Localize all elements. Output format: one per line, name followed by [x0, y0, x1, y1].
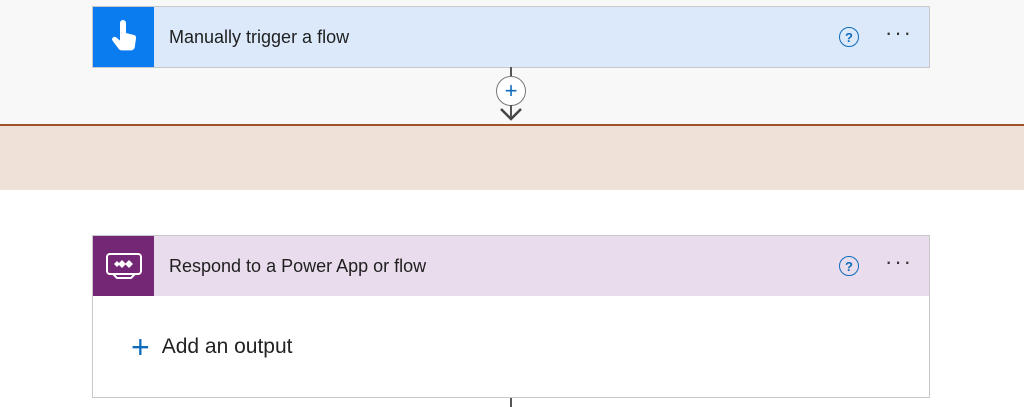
plus-icon: + — [504, 78, 518, 103]
connector-line — [510, 67, 512, 77]
add-output-label: Add an output — [161, 334, 293, 358]
arrow-down-icon — [500, 108, 522, 121]
respond-card-header[interactable]: Respond to a Power App or flow ? ··· — [93, 236, 929, 296]
separator-band — [0, 124, 1024, 190]
help-button[interactable]: ? — [839, 27, 860, 47]
connector-line — [510, 398, 512, 407]
touch-hand-icon — [93, 7, 154, 67]
power-apps-icon — [93, 236, 154, 296]
connector-line — [510, 105, 512, 117]
insert-step-button[interactable]: + — [496, 76, 526, 106]
trigger-card[interactable]: Manually trigger a flow ? ··· — [92, 6, 930, 68]
add-output-button[interactable]: + Add an output — [131, 328, 293, 365]
trigger-card-header[interactable]: Manually trigger a flow ? ··· — [93, 7, 929, 67]
add-icon: + — [131, 328, 150, 365]
respond-card[interactable]: Respond to a Power App or flow ? ··· + A… — [92, 235, 930, 398]
more-options-button[interactable]: ··· — [885, 249, 913, 274]
help-button[interactable]: ? — [839, 256, 860, 276]
trigger-card-title: Manually trigger a flow — [169, 26, 350, 47]
respond-card-body: + Add an output — [93, 296, 929, 397]
respond-card-title: Respond to a Power App or flow — [169, 255, 427, 276]
more-options-button[interactable]: ··· — [885, 20, 913, 45]
